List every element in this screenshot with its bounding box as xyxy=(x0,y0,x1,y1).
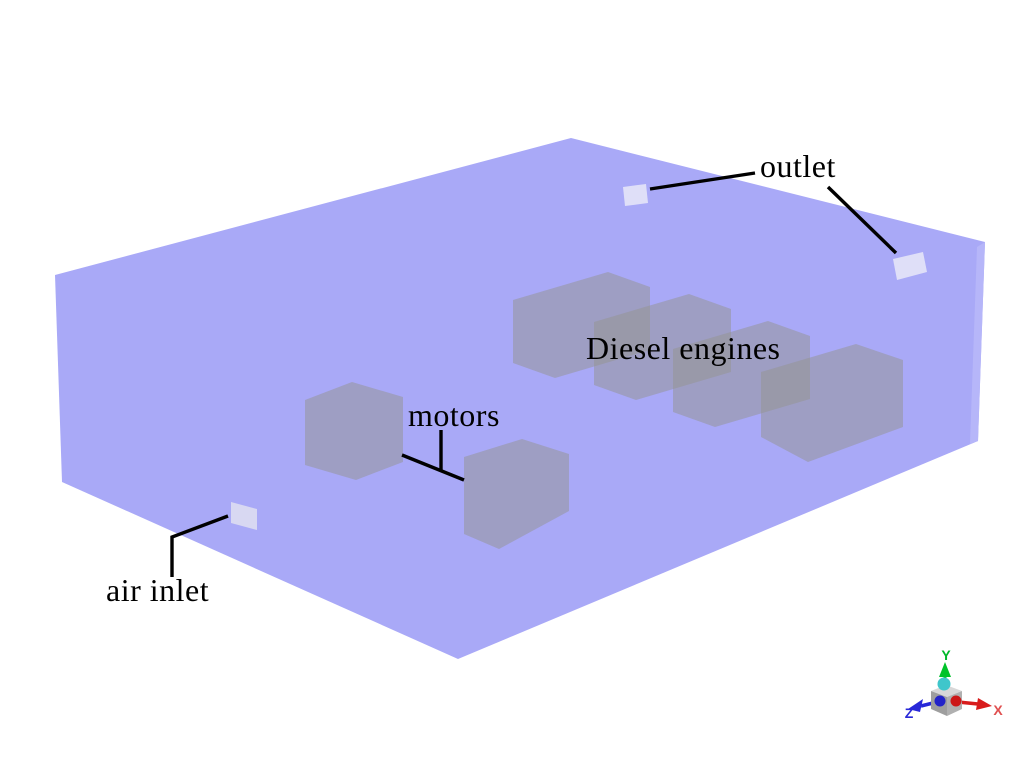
room-right-face xyxy=(970,242,985,444)
diesel-engine-4 xyxy=(761,344,903,462)
axes-x-label: X xyxy=(993,702,1003,718)
annotation-air-inlet: air inlet xyxy=(106,572,210,608)
outlet-vent-2 xyxy=(893,252,927,280)
air-inlet-vent xyxy=(231,502,257,530)
axes-z-cone xyxy=(908,699,923,712)
axes-x-cone xyxy=(976,698,992,710)
axes-y-label: Y xyxy=(941,647,951,663)
air-inlet-leader xyxy=(170,514,229,577)
motor-1 xyxy=(305,382,403,480)
axes-z-label: Z xyxy=(905,705,914,721)
room-enclosure xyxy=(55,138,985,659)
axes-origin-sphere xyxy=(937,677,951,691)
axes-x-sphere xyxy=(950,695,962,707)
outlet-leader-left xyxy=(649,171,756,191)
motor-2 xyxy=(464,439,569,549)
annotation-motors: motors xyxy=(408,397,500,433)
axes-y-cone xyxy=(939,662,951,677)
annotation-outlet: outlet xyxy=(760,148,836,184)
axes-cube-top xyxy=(931,685,962,697)
motors-leader-cross xyxy=(401,453,465,482)
annotation-diesel-engines: Diesel engines xyxy=(586,330,781,366)
axes-z-sphere xyxy=(934,695,946,707)
outlet-vent-1 xyxy=(623,184,648,206)
outlet-leader-right xyxy=(826,185,898,255)
